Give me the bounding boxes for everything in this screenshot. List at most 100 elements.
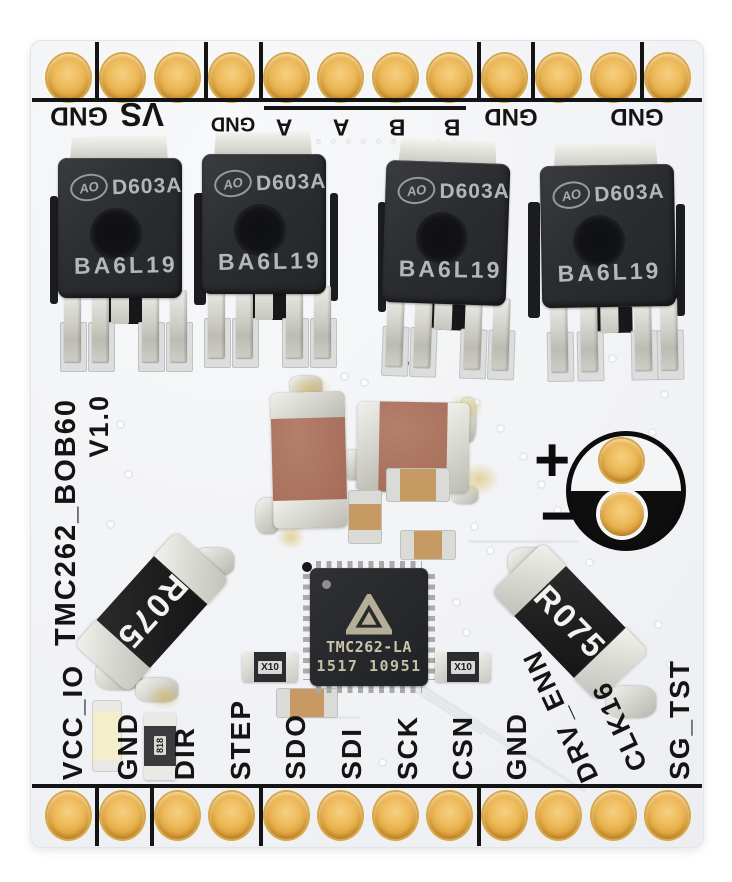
mosfet-tab xyxy=(214,131,312,157)
through-hole-pad-bottom xyxy=(210,792,253,839)
mosfet-lot-marking: BA6L19 xyxy=(398,255,503,284)
output-overbar-line xyxy=(264,106,466,110)
via xyxy=(361,139,366,144)
through-hole-pad-bottom xyxy=(537,792,580,839)
via xyxy=(648,428,657,437)
board-version: V1.0 xyxy=(84,394,114,458)
pin-label-step: STEP xyxy=(225,698,256,780)
mosfet-center-stub xyxy=(255,288,273,320)
pin-label-gnd-top-4: GND xyxy=(610,103,664,130)
resistor-marking: 818 xyxy=(154,736,166,756)
chip-capacitor xyxy=(276,688,338,718)
through-hole-pad-bottom xyxy=(428,792,471,839)
ic-pins xyxy=(316,685,422,693)
ceramic-capacitor-vertical xyxy=(270,391,348,529)
trinamic-logo-icon xyxy=(346,594,392,635)
pin-divider-top xyxy=(531,42,535,100)
capacitor-terminal xyxy=(273,499,348,529)
via xyxy=(340,372,349,381)
via xyxy=(470,522,479,531)
via xyxy=(124,470,133,479)
mosfet-tab xyxy=(70,135,168,161)
mosfet-leg xyxy=(491,297,511,371)
driver-ic: TMC262-LA 1517 10951 xyxy=(303,561,435,693)
pad-under-strip xyxy=(676,204,685,316)
copper-trace xyxy=(468,540,578,543)
via xyxy=(519,452,528,461)
pin1-dot xyxy=(322,580,331,589)
pin-divider-top xyxy=(477,42,481,100)
through-hole-pad-bottom xyxy=(101,792,144,839)
via xyxy=(376,139,381,144)
mosfet-body: AO D603A BA6L19 xyxy=(202,154,327,294)
tiny-resistor: 818 xyxy=(144,712,176,780)
pin-label-sg-tst: SG_TST xyxy=(664,659,695,780)
via xyxy=(352,750,361,759)
mosfet-3: AO D603A BA6L19 xyxy=(380,160,516,381)
silkscreen-line-bottom xyxy=(32,784,702,788)
resistor-terminal xyxy=(286,652,298,682)
chip-capacitor xyxy=(348,490,382,544)
capacitor-terminal xyxy=(270,391,345,419)
mosfet-leg xyxy=(286,286,303,358)
board-title: TMC262_BOB60 xyxy=(50,398,82,647)
power-pad-minus xyxy=(600,492,644,536)
pin-label-gnd-bottom-1: GND xyxy=(112,711,143,780)
mosfet-leg xyxy=(580,299,599,372)
mosfet-legs xyxy=(58,290,193,374)
via xyxy=(360,378,369,387)
through-hole-pad-top xyxy=(591,54,635,101)
through-hole-pad-bottom xyxy=(319,792,362,839)
pin-divider-bottom xyxy=(95,786,99,846)
through-hole-pad-bottom xyxy=(155,792,199,839)
mosfet-part-marking: D603A xyxy=(111,173,183,200)
via xyxy=(585,558,594,567)
via xyxy=(106,520,115,529)
resistor-body: X10 xyxy=(447,652,479,682)
mosfet-leg xyxy=(413,294,433,368)
through-hole-pad-bottom xyxy=(482,792,526,839)
flux-stain xyxy=(146,684,182,710)
through-hole-pad-top xyxy=(646,54,689,101)
through-hole-pad-bottom xyxy=(591,792,635,839)
resistor-marking: X10 xyxy=(451,660,475,674)
ao-logo-icon: AO xyxy=(211,166,255,201)
mosfet-4: AO D603A BA6L19 xyxy=(539,163,685,383)
plus-sign: + xyxy=(534,426,571,495)
ao-logo-icon: AO xyxy=(67,170,111,205)
pin-label-gnd-top-1: GND xyxy=(50,101,108,132)
through-hole-pad-bottom xyxy=(264,792,308,839)
mosfet-legs xyxy=(202,286,337,370)
mosfet-legs xyxy=(379,294,516,382)
via xyxy=(553,506,562,515)
through-hole-pad-top xyxy=(155,54,199,101)
pad-under-strip xyxy=(528,202,540,318)
pin-divider-bottom xyxy=(150,786,154,846)
resistor-marking: X10 xyxy=(258,660,282,674)
mosfet-2: AO D603A BA6L19 xyxy=(202,131,337,368)
pin-label-gnd-top-3: GND xyxy=(484,103,538,130)
via xyxy=(116,420,125,429)
power-pad-plus xyxy=(600,439,643,482)
via xyxy=(346,139,351,144)
chip-capacitor xyxy=(386,468,450,502)
mosfet-leg xyxy=(385,294,405,367)
ao-logo-icon: AO xyxy=(395,174,438,207)
via xyxy=(462,628,471,637)
resistor-terminal xyxy=(242,652,254,682)
mosfet-leg xyxy=(208,286,225,358)
mosfet-part-marking: D603A xyxy=(439,179,510,203)
solder-blob xyxy=(606,686,656,718)
pin-divider-bottom xyxy=(259,786,263,846)
mosfet-leg xyxy=(634,298,653,371)
mosfet-body: AO D603A BA6L19 xyxy=(539,163,677,309)
minus-sign: − xyxy=(540,478,579,552)
mosfet-leg xyxy=(550,299,569,373)
mosfet-legs xyxy=(542,297,685,384)
ao-logo-icon: AO xyxy=(550,178,593,213)
through-hole-pad-top xyxy=(101,54,144,101)
small-resistor-right: X10 xyxy=(435,652,491,682)
via xyxy=(391,139,396,144)
